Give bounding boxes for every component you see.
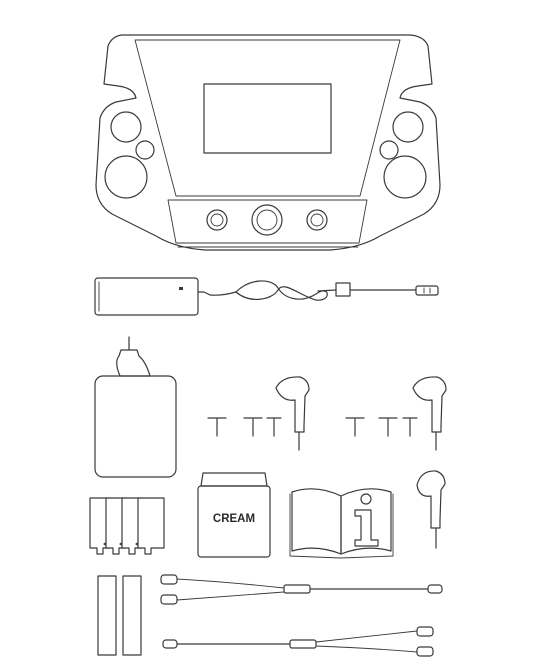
plug-upper xyxy=(427,584,443,594)
right-socket-small xyxy=(379,140,399,160)
lead-wires-lower xyxy=(315,630,418,653)
strip-4 xyxy=(137,497,165,555)
electrode-pad xyxy=(94,336,177,478)
single-probe-handle xyxy=(416,470,446,529)
power-adapter xyxy=(94,277,439,316)
adapter-cable-start xyxy=(197,291,237,296)
plug-lower xyxy=(162,639,178,649)
gel-strips xyxy=(97,575,142,656)
clip-3 xyxy=(416,626,434,637)
right-socket-lower xyxy=(383,155,427,199)
probe-handle-left xyxy=(275,376,310,433)
cable-ferrite xyxy=(335,282,351,297)
probe-tip-4 xyxy=(345,417,365,437)
splitter-lower xyxy=(289,639,317,649)
probe-set-left xyxy=(207,376,310,451)
lead-cable-upper xyxy=(160,574,443,605)
cable-coil xyxy=(235,280,328,301)
left-socket-small xyxy=(135,140,155,160)
jar-body xyxy=(197,485,271,558)
gel-strip-right xyxy=(122,575,142,656)
probe-set-right xyxy=(345,376,447,451)
pad-sheet xyxy=(94,375,177,478)
probe-tip-3 xyxy=(266,417,282,437)
cream-label: CREAM xyxy=(213,513,255,525)
probe-tip-5 xyxy=(378,417,398,437)
probe-handle-right xyxy=(412,376,447,433)
left-socket-lower xyxy=(104,155,148,199)
electrode-strips xyxy=(89,497,165,555)
left-button-inner xyxy=(210,213,224,227)
clip-1 xyxy=(160,574,178,585)
user-manual xyxy=(289,488,394,559)
dc-plug xyxy=(415,285,439,296)
jar-lid xyxy=(200,472,268,487)
front-panel xyxy=(134,39,401,197)
info-icon-dot xyxy=(360,493,372,505)
device-housing xyxy=(95,34,441,251)
lead-wires-upper xyxy=(176,578,285,601)
single-probe xyxy=(416,470,446,549)
cream-jar: CREAM xyxy=(197,472,271,558)
manual-cover xyxy=(289,493,394,559)
left-button xyxy=(206,209,228,231)
display-screen xyxy=(203,83,332,154)
right-socket-upper xyxy=(392,111,424,143)
adapter-cable-mid xyxy=(317,289,337,292)
lead-cable-lower xyxy=(162,626,434,657)
clip-2 xyxy=(160,594,178,605)
adapter-led xyxy=(179,287,183,290)
manual-left-page xyxy=(291,488,342,555)
right-button-inner xyxy=(310,213,324,227)
probe-tip-2 xyxy=(243,417,263,437)
right-button xyxy=(306,209,328,231)
left-socket-upper xyxy=(110,111,142,143)
pad-connector xyxy=(116,349,151,377)
info-icon xyxy=(354,509,379,547)
rotary-knob-inner xyxy=(256,209,278,231)
device-unit xyxy=(95,34,441,251)
control-strip xyxy=(167,199,368,244)
rotary-knob xyxy=(251,204,283,236)
probe-tip-6 xyxy=(402,417,418,437)
manual-right-page xyxy=(340,488,392,555)
splitter-upper xyxy=(283,584,311,594)
adapter-body xyxy=(94,277,199,316)
probe-tip-1 xyxy=(207,417,227,437)
clip-4 xyxy=(416,646,434,657)
gel-strip-left xyxy=(97,575,117,656)
